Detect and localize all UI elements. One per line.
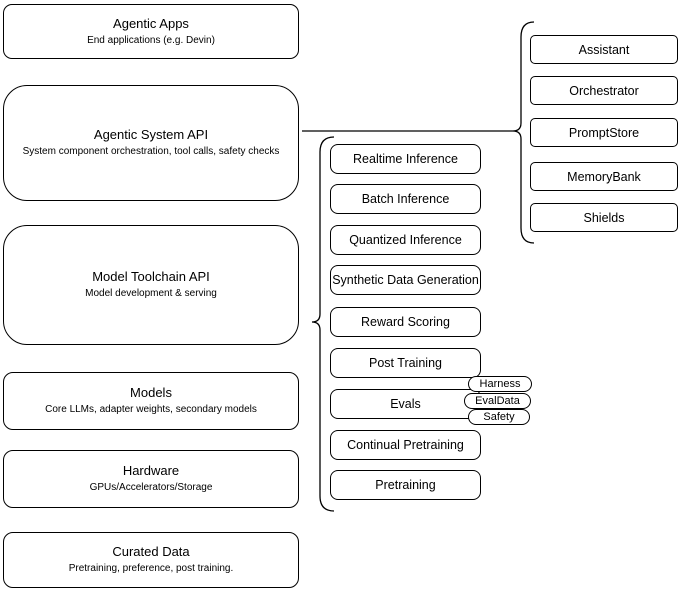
node-label: Assistant [578, 42, 630, 57]
node-evals: Evals [330, 389, 481, 419]
node-label: Pretraining [375, 478, 436, 492]
node-agentic-system-api: Agentic System API System component orch… [3, 85, 299, 201]
node-quantized-inference: Quantized Inference [330, 225, 481, 255]
node-post-training: Post Training [330, 348, 481, 378]
node-label: Batch Inference [361, 192, 450, 206]
node-subtitle: System component orchestration, tool cal… [22, 146, 280, 158]
node-subtitle: GPUs/Accelerators/Storage [89, 482, 213, 494]
tag-label: Harness [479, 377, 521, 390]
node-label: Evals [390, 397, 421, 411]
node-continual-pretraining: Continual Pretraining [330, 430, 481, 460]
node-label: Realtime Inference [353, 152, 458, 166]
node-title: Agentic Apps [113, 15, 189, 31]
node-orchestrator: Orchestrator [530, 76, 678, 105]
node-hardware: Hardware GPUs/Accelerators/Storage [3, 450, 299, 508]
tag-label: Safety [483, 410, 515, 423]
node-promptstore: PromptStore [530, 118, 678, 147]
tag-harness: Harness [468, 376, 532, 392]
node-subtitle: Core LLMs, adapter weights, secondary mo… [45, 404, 257, 416]
node-label: PromptStore [568, 125, 640, 140]
node-assistant: Assistant [530, 35, 678, 64]
node-batch-inference: Batch Inference [330, 184, 481, 214]
tag-evaldata: EvalData [464, 393, 531, 409]
node-label: MemoryBank [567, 169, 641, 184]
tag-label: EvalData [475, 394, 520, 407]
node-title: Agentic System API [93, 127, 209, 143]
node-shields: Shields [530, 203, 678, 232]
node-subtitle: Model development & serving [85, 288, 217, 300]
node-memorybank: MemoryBank [530, 162, 678, 191]
node-synthetic-data-generation: Synthetic Data Generation [330, 265, 481, 295]
node-title: Curated Data [112, 544, 190, 560]
node-models: Models Core LLMs, adapter weights, secon… [3, 372, 299, 430]
tag-safety: Safety [468, 409, 530, 425]
node-label: Shields [583, 210, 625, 225]
node-label: Orchestrator [569, 83, 639, 98]
node-realtime-inference: Realtime Inference [330, 144, 481, 174]
node-label: Post Training [369, 356, 442, 370]
node-label: Continual Pretraining [347, 438, 464, 452]
node-label: Reward Scoring [361, 315, 450, 329]
node-title: Model Toolchain API [92, 269, 210, 285]
node-curated-data: Curated Data Pretraining, preference, po… [3, 532, 299, 588]
node-agentic-apps: Agentic Apps End applications (e.g. Devi… [3, 4, 299, 59]
node-subtitle: End applications (e.g. Devin) [87, 34, 215, 46]
node-label: Quantized Inference [349, 233, 462, 247]
node-pretraining: Pretraining [330, 470, 481, 500]
node-title: Models [130, 385, 172, 401]
node-label: Synthetic Data Generation [332, 273, 479, 287]
node-reward-scoring: Reward Scoring [330, 307, 481, 337]
node-title: Hardware [122, 463, 180, 479]
node-model-toolchain-api: Model Toolchain API Model development & … [3, 225, 299, 345]
node-subtitle: Pretraining, preference, post training. [68, 563, 234, 575]
